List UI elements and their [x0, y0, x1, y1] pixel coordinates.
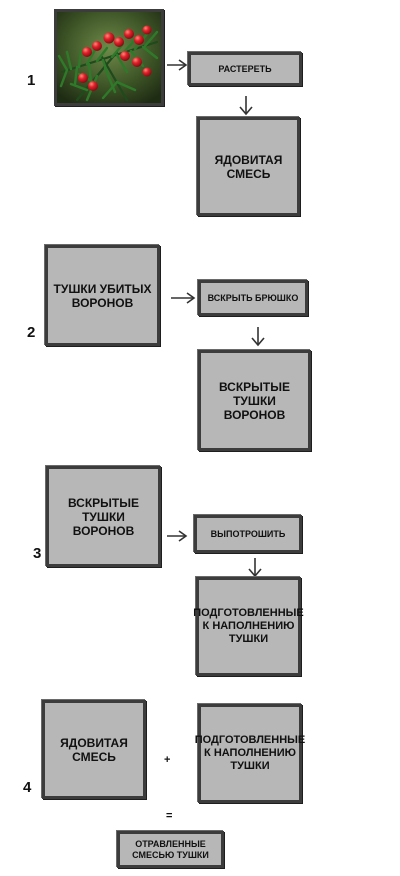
- right-arrow-icon: [167, 530, 188, 542]
- plus-sign: +: [164, 754, 171, 766]
- down-arrow-icon: [251, 327, 265, 347]
- yew-berries-illustration: [57, 12, 161, 103]
- input-box: ТУШКИ УБИТЫХ ВОРОНОВ: [45, 245, 160, 346]
- right-arrow-icon: [167, 59, 188, 71]
- result-box: ВСКРЫТЫЕ ТУШКИ ВОРОНОВ: [198, 350, 311, 451]
- equals-sign: =: [166, 810, 173, 822]
- step-number: 2: [27, 324, 36, 341]
- input-box: ВСКРЫТЫЕ ТУШКИ ВОРОНОВ: [46, 466, 161, 567]
- step-number: 4: [23, 779, 32, 796]
- result-box: ЯДОВИТАЯ СМЕСЬ: [197, 117, 300, 216]
- down-arrow-icon: [248, 558, 262, 578]
- input-box-b: ПОДГОТОВЛЕННЫЕ К НАПОЛНЕНИЮ ТУШКИ: [195, 704, 305, 803]
- action-box: РАСТЕРЕТЬ: [188, 52, 302, 86]
- down-arrow-icon: [239, 96, 253, 116]
- result-box: ПОДГОТОВЛЕННЫЕ К НАПОЛНЕНИЮ ТУШКИ: [193, 577, 304, 676]
- final-result-box: ОТРАВЛЕННЫЕ СМЕСЬЮ ТУШКИ: [117, 831, 224, 868]
- right-arrow-icon: [171, 292, 196, 304]
- yew-berries-image: [54, 9, 164, 106]
- action-box: ВСКРЫТЬ БРЮШКО: [198, 280, 308, 316]
- action-box: ВЫПОТРОШИТЬ: [194, 515, 302, 553]
- step-number: 1: [27, 72, 36, 89]
- input-box-a: ЯДОВИТАЯ СМЕСЬ: [42, 700, 146, 799]
- step-number: 3: [33, 545, 42, 562]
